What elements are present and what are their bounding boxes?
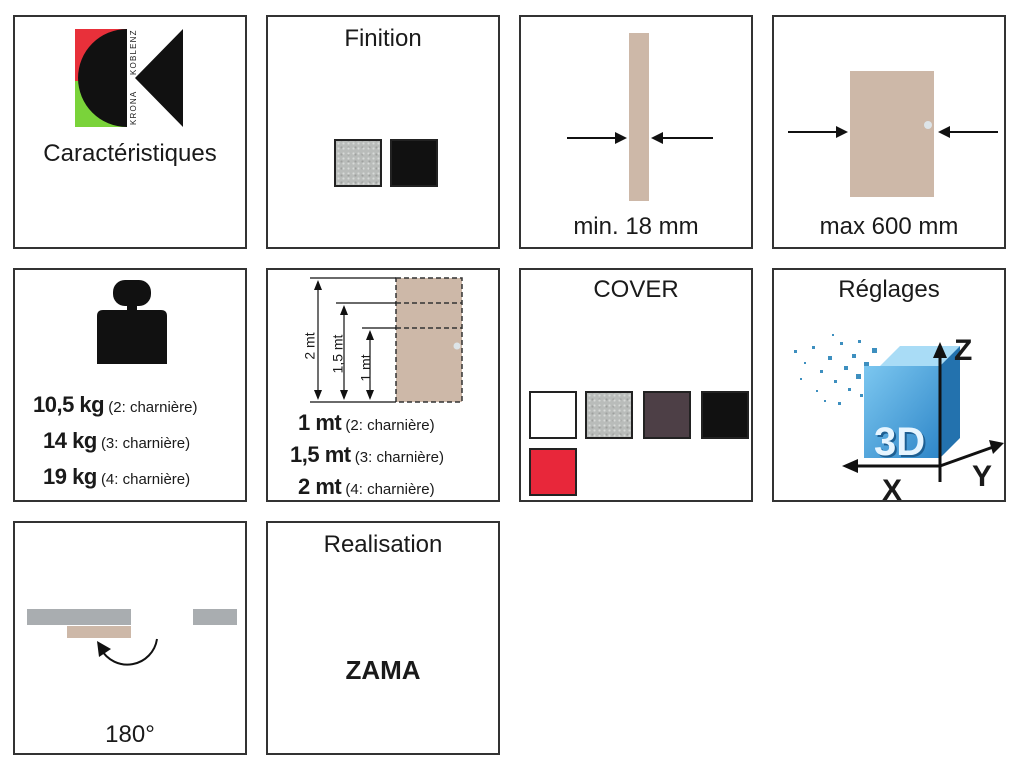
- cover-swatch-grey-speckle: [585, 391, 633, 439]
- realisation-title: Realisation: [323, 531, 443, 558]
- swatch-grey-speckle: [334, 139, 382, 187]
- weight-icon: [97, 280, 167, 364]
- krona-koblenz-logo: [75, 29, 183, 127]
- tile-finition: Finition: [266, 15, 500, 249]
- tile-height: 2 mt 1,5 mt 1 mt 1 mt (2: charnière) 1,5…: [266, 268, 500, 502]
- cover-title: COVER: [593, 276, 679, 303]
- tile-reglages: Réglages 3D Z: [772, 268, 1006, 502]
- dim-label-2mt: 2 mt: [301, 332, 318, 360]
- cover-swatch-aubergine: [643, 391, 691, 439]
- tile-cover: COVER: [519, 268, 753, 502]
- swatch-black: [390, 139, 438, 187]
- logo-text-koblenz: KOBLENZ: [129, 29, 138, 75]
- weight-line-3: 19 kg (4: charnière): [43, 464, 191, 489]
- rotation-arrow-icon: [27, 609, 237, 666]
- thickness-label: min. 18 mm: [573, 213, 699, 240]
- door-width-icon: [788, 71, 998, 197]
- axis-label-z: Z: [954, 334, 973, 367]
- tile-weight: 10,5 kg (2: charnière) 14 kg (3: charniè…: [13, 268, 247, 502]
- finition-title: Finition: [344, 25, 422, 52]
- axis-label-y: Y: [972, 460, 993, 493]
- tile-caracteristiques: KRONA KOBLENZ Caractéristiques: [13, 15, 247, 249]
- door-height-diagram: [310, 277, 463, 403]
- width-label: max 600 mm: [819, 213, 959, 240]
- opening-angle-label: 180°: [105, 721, 155, 748]
- door-edge-thickness-icon: [567, 33, 713, 201]
- tile-thickness: min. 18 mm: [519, 15, 753, 249]
- height-line-2: 1,5 mt (3: charnière): [290, 442, 444, 467]
- cover-swatch-red: [529, 448, 577, 496]
- badge-3d: 3D: [874, 420, 926, 464]
- logo-text-krona: KRONA: [129, 90, 138, 125]
- realisation-material: ZAMA: [345, 655, 421, 685]
- tile-opening: 180°: [13, 521, 247, 755]
- axis-label-x: X: [882, 474, 903, 502]
- tile-width: max 600 mm: [772, 15, 1006, 249]
- weight-line-2: 14 kg (3: charnière): [43, 428, 191, 453]
- dim-label-1mt: 1 mt: [357, 354, 374, 382]
- height-line-3: 2 mt (4: charnière): [298, 474, 435, 499]
- reglages-title: Réglages: [838, 276, 940, 303]
- dim-label-1-5mt: 1,5 mt: [329, 334, 346, 374]
- height-line-1: 1 mt (2: charnière): [298, 410, 435, 435]
- cover-swatch-white: [529, 391, 577, 439]
- adjustment-3d-icon: [794, 334, 1004, 482]
- weight-line-1: 10,5 kg (2: charnière): [33, 392, 198, 417]
- cover-swatch-black: [701, 391, 749, 439]
- caracteristiques-caption: Caractéristiques: [43, 140, 217, 167]
- tile-realisation: Realisation ZAMA: [266, 521, 500, 755]
